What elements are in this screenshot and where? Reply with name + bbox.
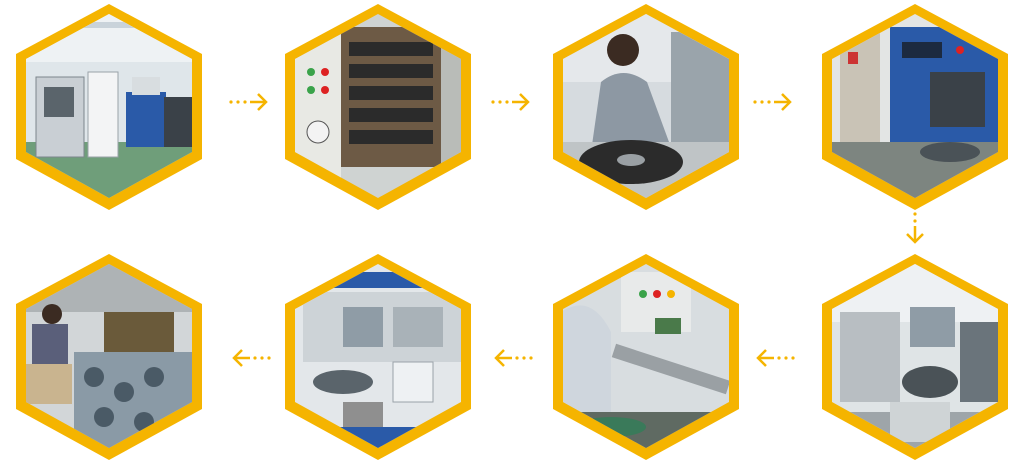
packaging-machine-photo-icon [285,254,471,460]
factory-machines-photo-icon [16,4,202,210]
step-7-hexagon [283,252,473,462]
worker-photo-icon [553,4,739,210]
bagging-photo-icon [16,254,202,460]
flow-arrow-down-icon [903,204,927,248]
flow-arrow-left-icon [228,346,272,370]
flow-arrow-left-icon [752,346,796,370]
step-2-hexagon [283,2,473,212]
flow-arrow-right-icon [752,90,796,114]
feeder-photo-icon [822,254,1008,460]
oven-photo-icon [285,4,471,210]
step-4-hexagon [820,2,1010,212]
step-3-hexagon [551,2,741,212]
flow-arrow-right-icon [490,90,534,114]
step-1-hexagon [14,2,204,212]
chamber-photo-icon [822,4,1008,210]
assembly-photo-icon [553,254,739,460]
step-5-hexagon [820,252,1010,462]
step-8-hexagon [14,252,204,462]
flow-arrow-right-icon [228,90,272,114]
flow-arrow-left-icon [490,346,534,370]
step-6-hexagon [551,252,741,462]
